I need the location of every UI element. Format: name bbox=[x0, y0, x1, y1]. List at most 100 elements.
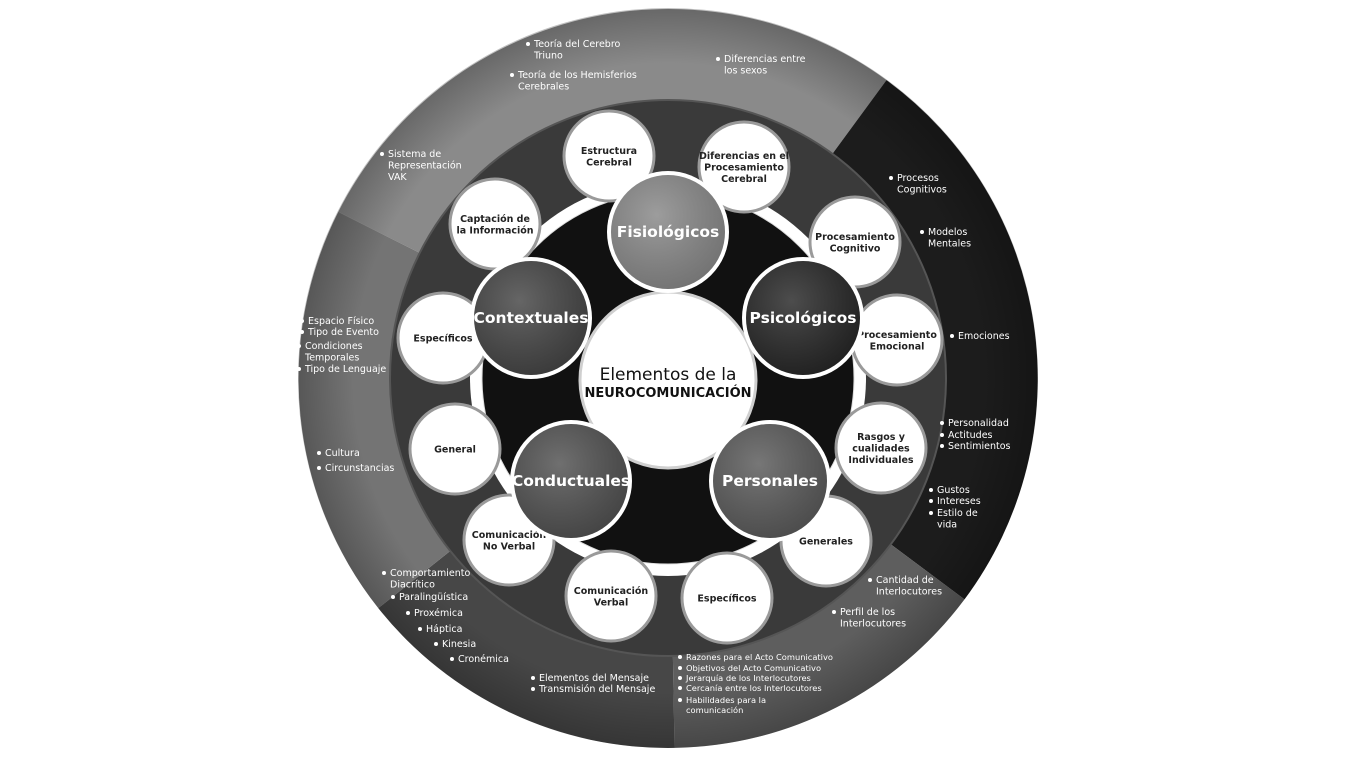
bullet-transmision-mensaje: Transmisión del Mensaje bbox=[531, 684, 655, 695]
bullet-text: Tipo de Evento bbox=[307, 327, 379, 338]
bullet-dot-icon bbox=[940, 444, 944, 448]
subcategory-label-line: Cognitivo bbox=[830, 243, 881, 254]
bullet-text: Gustos bbox=[937, 485, 970, 496]
bullet-text-line: Estilo de bbox=[937, 508, 978, 519]
bullet-gustos: Gustos bbox=[929, 485, 970, 496]
center-title-line2: NEUROCOMUNICACIÓN bbox=[584, 385, 751, 401]
category-circle-shade bbox=[746, 261, 860, 375]
subcategory-label-line: Verbal bbox=[594, 597, 628, 608]
bullet-dot-icon bbox=[380, 152, 384, 156]
subcategory-label-line: Procesamiento bbox=[815, 232, 895, 243]
subcategory-label-line: Generales bbox=[799, 537, 853, 548]
subcategory-label-line: la Información bbox=[456, 225, 533, 236]
category-conductuales: Conductuales bbox=[510, 420, 632, 542]
subcategory-circle bbox=[680, 551, 774, 645]
subcategory-label-line: Cerebral bbox=[586, 157, 632, 168]
bullet-text-line: Paralingüística bbox=[399, 592, 468, 603]
bullet-dot-icon bbox=[297, 367, 301, 371]
bullet-text: Cercanía entre los Interlocutores bbox=[686, 683, 822, 693]
category-circle-shade bbox=[474, 261, 588, 375]
subcategory-label-line: Captación de bbox=[460, 214, 530, 225]
bullet-text-line: Sentimientos bbox=[948, 441, 1011, 452]
bullet-text: Personalidad bbox=[948, 418, 1009, 429]
bullet-dot-icon bbox=[889, 176, 893, 180]
bullet-text-line: Gustos bbox=[937, 485, 970, 496]
bullet-text-line: Teoría de los Hemisferios bbox=[517, 70, 637, 81]
subcategory-circle bbox=[834, 401, 928, 495]
bullet-text: Paralingüística bbox=[399, 592, 468, 603]
bullet-dot-icon bbox=[434, 642, 438, 646]
bullet-circunstancias: Circunstancias bbox=[317, 463, 394, 474]
bullet-text-line: Cerebrales bbox=[518, 82, 569, 93]
subcategory-label-line: Específicos bbox=[413, 334, 472, 345]
bullet-text-line: Espacio Físico bbox=[308, 316, 374, 327]
bullet-text: Háptica bbox=[426, 624, 462, 635]
bullet-text: Actitudes bbox=[948, 430, 993, 441]
bullet-text-line: Transmisión del Mensaje bbox=[538, 684, 655, 695]
bullet-dot-icon bbox=[929, 488, 933, 492]
bullet-espacio-fisico: Espacio Físico bbox=[300, 316, 374, 327]
subcategory-label-line: No Verbal bbox=[483, 541, 535, 552]
bullet-text-line: Personalidad bbox=[948, 418, 1009, 429]
bullet-text: Sentimientos bbox=[948, 441, 1011, 452]
bullet-text-line: Cultura bbox=[325, 448, 360, 459]
category-label: Contextuales bbox=[474, 309, 589, 327]
bullet-text: Cronémica bbox=[458, 654, 509, 665]
category-label: Conductuales bbox=[512, 472, 630, 490]
bullet-intereses: Intereses bbox=[929, 496, 981, 507]
bullet-text-line: Circunstancias bbox=[325, 463, 394, 474]
bullet-text-line: Comportamiento bbox=[390, 568, 470, 579]
bullet-text-line: Háptica bbox=[426, 624, 462, 635]
bullet-elementos-mensaje: Elementos del Mensaje bbox=[531, 673, 649, 684]
subcategory-label-line: General bbox=[434, 445, 476, 456]
bullet-dot-icon bbox=[868, 578, 872, 582]
bullet-text-line: Elementos del Mensaje bbox=[539, 673, 649, 684]
bullet-dot-icon bbox=[950, 334, 954, 338]
bullet-text: Tipo de Lenguaje bbox=[304, 364, 386, 375]
subcategory-label: General bbox=[434, 445, 476, 456]
bullet-text: Emociones bbox=[958, 331, 1010, 342]
bullet-text-line: Interlocutores bbox=[876, 587, 942, 598]
bullet-razones: Razones para el Acto Comunicativo bbox=[678, 652, 833, 662]
subcategory-especificos-personales: Específicos bbox=[680, 551, 774, 645]
bullet-dot-icon bbox=[531, 687, 535, 691]
bullet-text-line: VAK bbox=[388, 172, 407, 183]
bullet-text-line: Teoría del Cerebro bbox=[533, 39, 621, 50]
bullet-text-line: Perfil de los bbox=[840, 607, 895, 618]
subcategory-label-line: Emocional bbox=[870, 341, 925, 352]
bullet-text: Objetivos del Acto Comunicativo bbox=[686, 663, 821, 673]
bullet-cercania: Cercanía entre los Interlocutores bbox=[678, 683, 822, 693]
bullet-text-line: Emociones bbox=[958, 331, 1010, 342]
bullet-text: Intereses bbox=[937, 496, 981, 507]
bullet-dot-icon bbox=[940, 421, 944, 425]
bullet-dot-icon bbox=[929, 499, 933, 503]
bullet-cronemica: Cronémica bbox=[450, 654, 509, 665]
bullet-text-line: Diacrítico bbox=[390, 580, 435, 591]
category-contextuales: Contextuales bbox=[470, 257, 592, 379]
bullet-text-line: Cercanía entre los Interlocutores bbox=[686, 683, 822, 693]
bullet-text-line: Diferencias entre bbox=[724, 54, 806, 65]
subcategory-circle bbox=[408, 402, 502, 496]
bullet-dot-icon bbox=[920, 230, 924, 234]
bullet-actitudes: Actitudes bbox=[940, 430, 993, 441]
bullet-dot-icon bbox=[317, 451, 321, 455]
bullet-dot-icon bbox=[832, 610, 836, 614]
subcategory-label-line: Diferencias en el bbox=[699, 151, 789, 162]
